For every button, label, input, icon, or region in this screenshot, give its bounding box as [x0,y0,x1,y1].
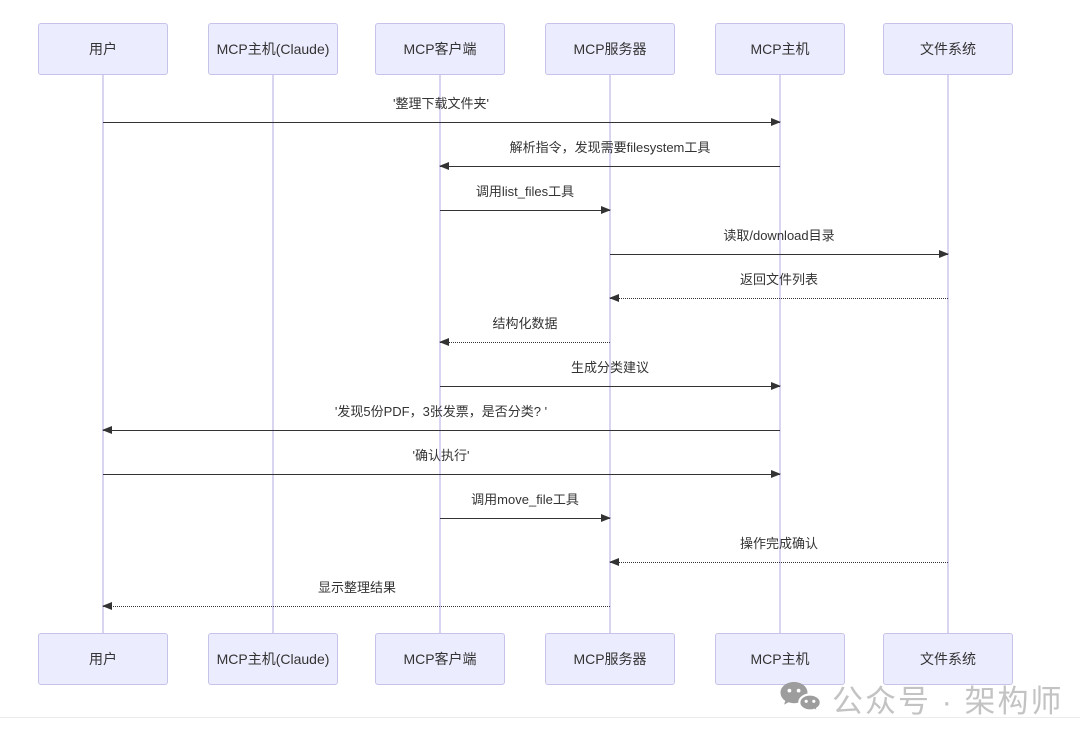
actor-label: MCP客户端 [403,651,477,667]
actor-label: 用户 [89,651,117,667]
message-arrow-11 [609,558,948,567]
arrowhead-icon [771,470,781,479]
lifeline-user [102,75,104,633]
message-label-7: 生成分类建议 [570,360,650,375]
message-label-8: '发现5份PDF，3张发票，是否分类? ' [334,404,548,419]
actor-bottom-mcp-client: MCP客户端 [375,633,505,685]
watermark-text: 公众号 · 架构师 [832,683,1064,719]
actor-bottom-mcp-host-claude: MCP主机(Claude) [208,633,338,685]
watermark: 公众号 · 架构师 [779,679,1064,719]
actor-label: MCP服务器 [573,651,647,667]
message-label-10: 调用move_file工具 [471,492,579,507]
bottom-divider [0,717,1080,718]
wechat-icon [780,682,822,715]
lifeline-mcp-host [779,75,781,633]
actor-label: MCP主机 [750,651,810,667]
actor-bottom-mcp-server: MCP服务器 [545,633,675,685]
actor-label: 用户 [89,41,117,57]
actor-bottom-user: 用户 [38,633,168,685]
message-arrow-1 [103,118,781,127]
actor-top-mcp-client: MCP客户端 [375,23,505,75]
actor-label: MCP客户端 [403,41,477,57]
arrowhead-icon [439,338,449,347]
message-arrow-5 [609,294,948,303]
message-arrow-4 [610,250,949,259]
message-arrow-12 [102,602,610,611]
arrowhead-icon [609,558,619,567]
actor-top-mcp-host: MCP主机 [715,23,845,75]
actor-label: 文件系统 [920,41,976,57]
arrowhead-icon [939,250,949,259]
actor-label: MCP服务器 [573,41,647,57]
arrowhead-icon [601,206,611,215]
actor-label: 文件系统 [920,651,976,667]
message-arrow-8 [102,426,780,435]
message-arrow-10 [440,514,611,523]
arrowhead-icon [439,162,449,171]
arrowhead-icon [102,426,112,435]
actor-bottom-filesystem: 文件系统 [883,633,1013,685]
message-label-2: 解析指令，发现需要filesystem工具 [509,140,711,155]
message-label-4: 读取/download目录 [723,228,835,243]
actor-top-mcp-server: MCP服务器 [545,23,675,75]
actor-label: MCP主机(Claude) [216,651,330,667]
lifeline-mcp-client [439,75,441,633]
actor-bottom-mcp-host: MCP主机 [715,633,845,685]
message-arrow-6 [439,338,610,347]
message-label-1: '整理下载文件夹' [393,96,489,111]
message-arrow-7 [440,382,781,391]
actor-top-mcp-host-claude: MCP主机(Claude) [208,23,338,75]
message-arrow-9 [103,470,781,479]
message-label-12: 显示整理结果 [317,580,397,595]
lifeline-mcp-server [609,75,611,633]
message-label-6: 结构化数据 [492,316,558,331]
message-arrow-3 [440,206,611,215]
lifeline-filesystem [947,75,949,633]
actor-top-user: 用户 [38,23,168,75]
message-label-5: 返回文件列表 [739,272,819,287]
arrowhead-icon [609,294,619,303]
arrowhead-icon [601,514,611,523]
actor-label: MCP主机 [750,41,810,57]
actor-label: MCP主机(Claude) [216,41,330,57]
message-label-11: 操作完成确认 [739,536,819,551]
arrowhead-icon [102,602,112,611]
message-arrow-2 [439,162,780,171]
message-label-9: '确认执行' [412,448,470,463]
lifeline-mcp-host-claude [272,75,274,633]
actor-top-filesystem: 文件系统 [883,23,1013,75]
arrowhead-icon [771,118,781,127]
message-label-3: 调用list_files工具 [475,184,575,199]
arrowhead-icon [771,382,781,391]
